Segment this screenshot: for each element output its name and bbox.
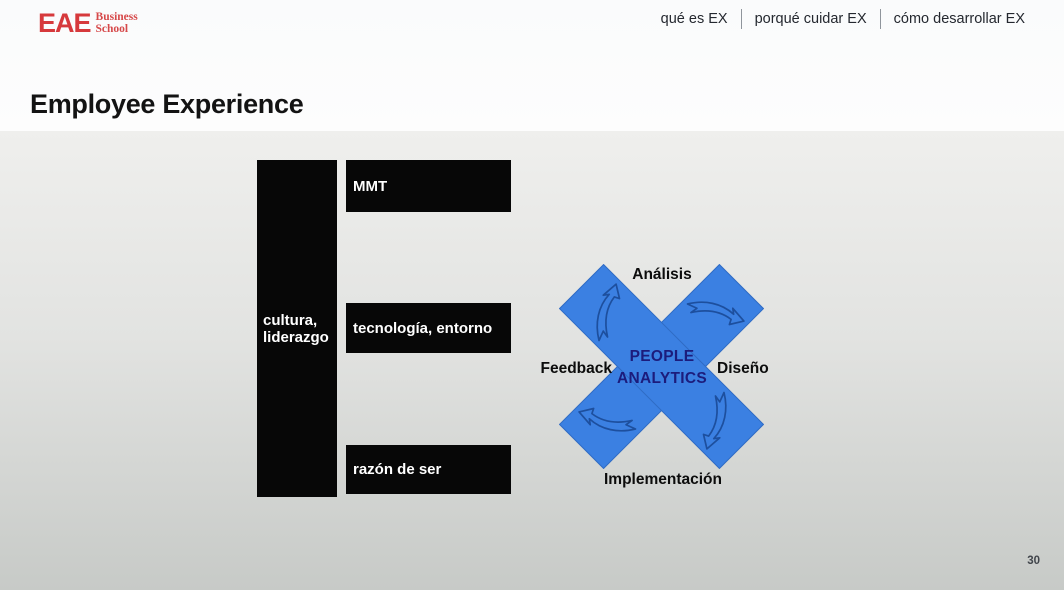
eae-logo: EAE Business School bbox=[38, 9, 138, 37]
eae-logo-sub-line1: Business bbox=[95, 11, 138, 23]
eae-logo-sub-line2: School bbox=[95, 22, 129, 35]
curved-arrow-icon bbox=[686, 301, 745, 326]
nav-item-porque-cuidar-ex[interactable]: porqué cuidar EX bbox=[754, 11, 867, 27]
e-diagram-middle-bar: tecnología, entorno bbox=[346, 303, 511, 353]
e-top-bar-label: MMT bbox=[353, 177, 388, 195]
nav-separator bbox=[740, 9, 742, 29]
nav-item-que-es-ex[interactable]: qué es EX bbox=[660, 11, 728, 27]
e-diagram-top-bar: MMT bbox=[346, 160, 511, 212]
curved-arrow-icon bbox=[578, 407, 637, 432]
x-label-implementacion: Implementación bbox=[604, 471, 722, 488]
e-vertical-bar-label: cultura, liderazgo bbox=[263, 311, 329, 346]
slide-body: cultura, liderazgo MMT tecnología, entor… bbox=[0, 131, 1064, 590]
e-bottom-bar-label: razón de ser bbox=[353, 461, 442, 478]
x-diagram-shape bbox=[559, 264, 764, 469]
x-center-label-line1: PEOPLE bbox=[629, 348, 695, 365]
x-label-diseno: Diseño bbox=[717, 360, 769, 377]
page-number: 30 bbox=[1027, 555, 1040, 567]
e-middle-bar-label: tecnología, entorno bbox=[353, 319, 493, 337]
nav-item-como-desarrollar-ex[interactable]: cómo desarrollar EX bbox=[893, 11, 1025, 27]
page-title: Employee Experience bbox=[30, 89, 304, 119]
nav-separator bbox=[879, 9, 881, 29]
eae-logo-subtext: Business School bbox=[95, 11, 138, 35]
slide-nav: qué es EX porqué cuidar EX cómo desarrol… bbox=[661, 9, 1025, 29]
e-diagram-bottom-bar: razón de ser bbox=[346, 445, 511, 494]
x-bar-descending bbox=[559, 264, 764, 469]
curved-arrow-icon bbox=[702, 391, 727, 450]
x-label-analisis: Análisis bbox=[632, 266, 692, 283]
header-band: EAE Business School qué es EX porqué cui… bbox=[0, 0, 1064, 131]
e-diagram-vertical-bar: cultura, liderazgo bbox=[257, 160, 337, 497]
x-center-label-line2: ANALYTICS bbox=[617, 370, 707, 387]
curved-arrow-icon bbox=[596, 283, 621, 342]
eae-logo-text: EAE bbox=[38, 8, 92, 38]
x-label-feedback: Feedback bbox=[540, 360, 612, 377]
x-center-label: PEOPLE ANALYTICS bbox=[586, 346, 738, 390]
